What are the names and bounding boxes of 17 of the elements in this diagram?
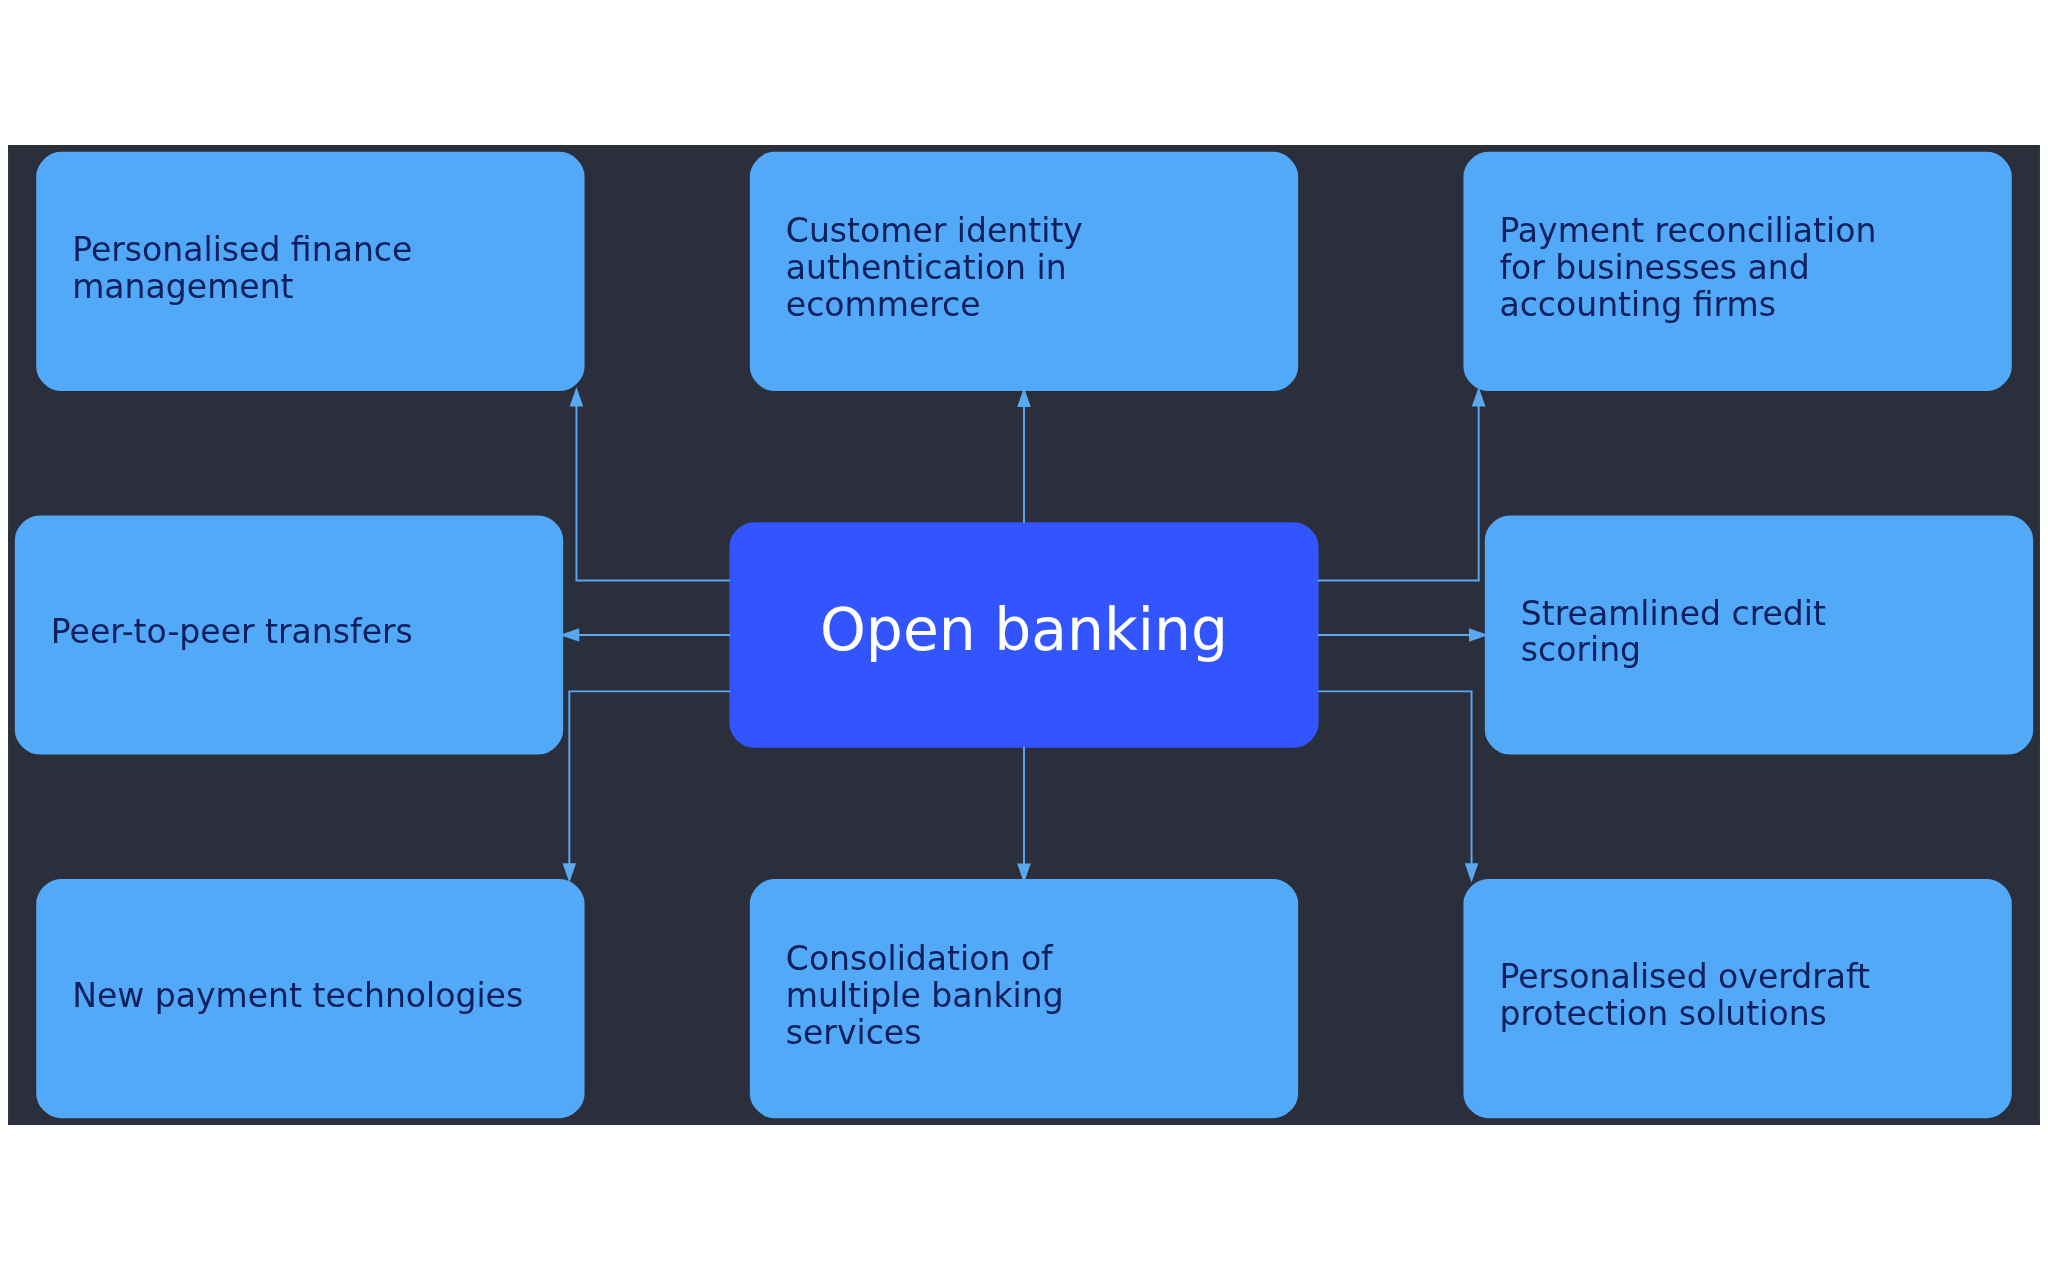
arrow	[1316, 387, 1486, 582]
arrow	[1017, 387, 1031, 525]
arrow	[1317, 690, 1479, 883]
arrow	[569, 387, 731, 582]
node-box: Personalised finance management	[36, 151, 585, 391]
arrow	[1316, 628, 1489, 642]
node-box: Open banking	[729, 522, 1319, 748]
node-box: New payment technologies	[36, 879, 585, 1119]
node-box: Customer identity authentication in ecommerce	[749, 151, 1299, 391]
arrow	[562, 690, 732, 883]
node-box: Consolidation of multiple banking services	[749, 879, 1299, 1119]
arrow	[1017, 746, 1031, 883]
node-box: Personalised overdraft protection solutions	[1463, 879, 2012, 1119]
node-box: Payment reconciliation for businesses and accounting firms	[1463, 151, 2012, 391]
node-box: Peer-to-peer transfers	[14, 515, 564, 755]
node-box: Streamlined credit scoring	[1484, 515, 2034, 755]
arrow	[559, 628, 732, 642]
